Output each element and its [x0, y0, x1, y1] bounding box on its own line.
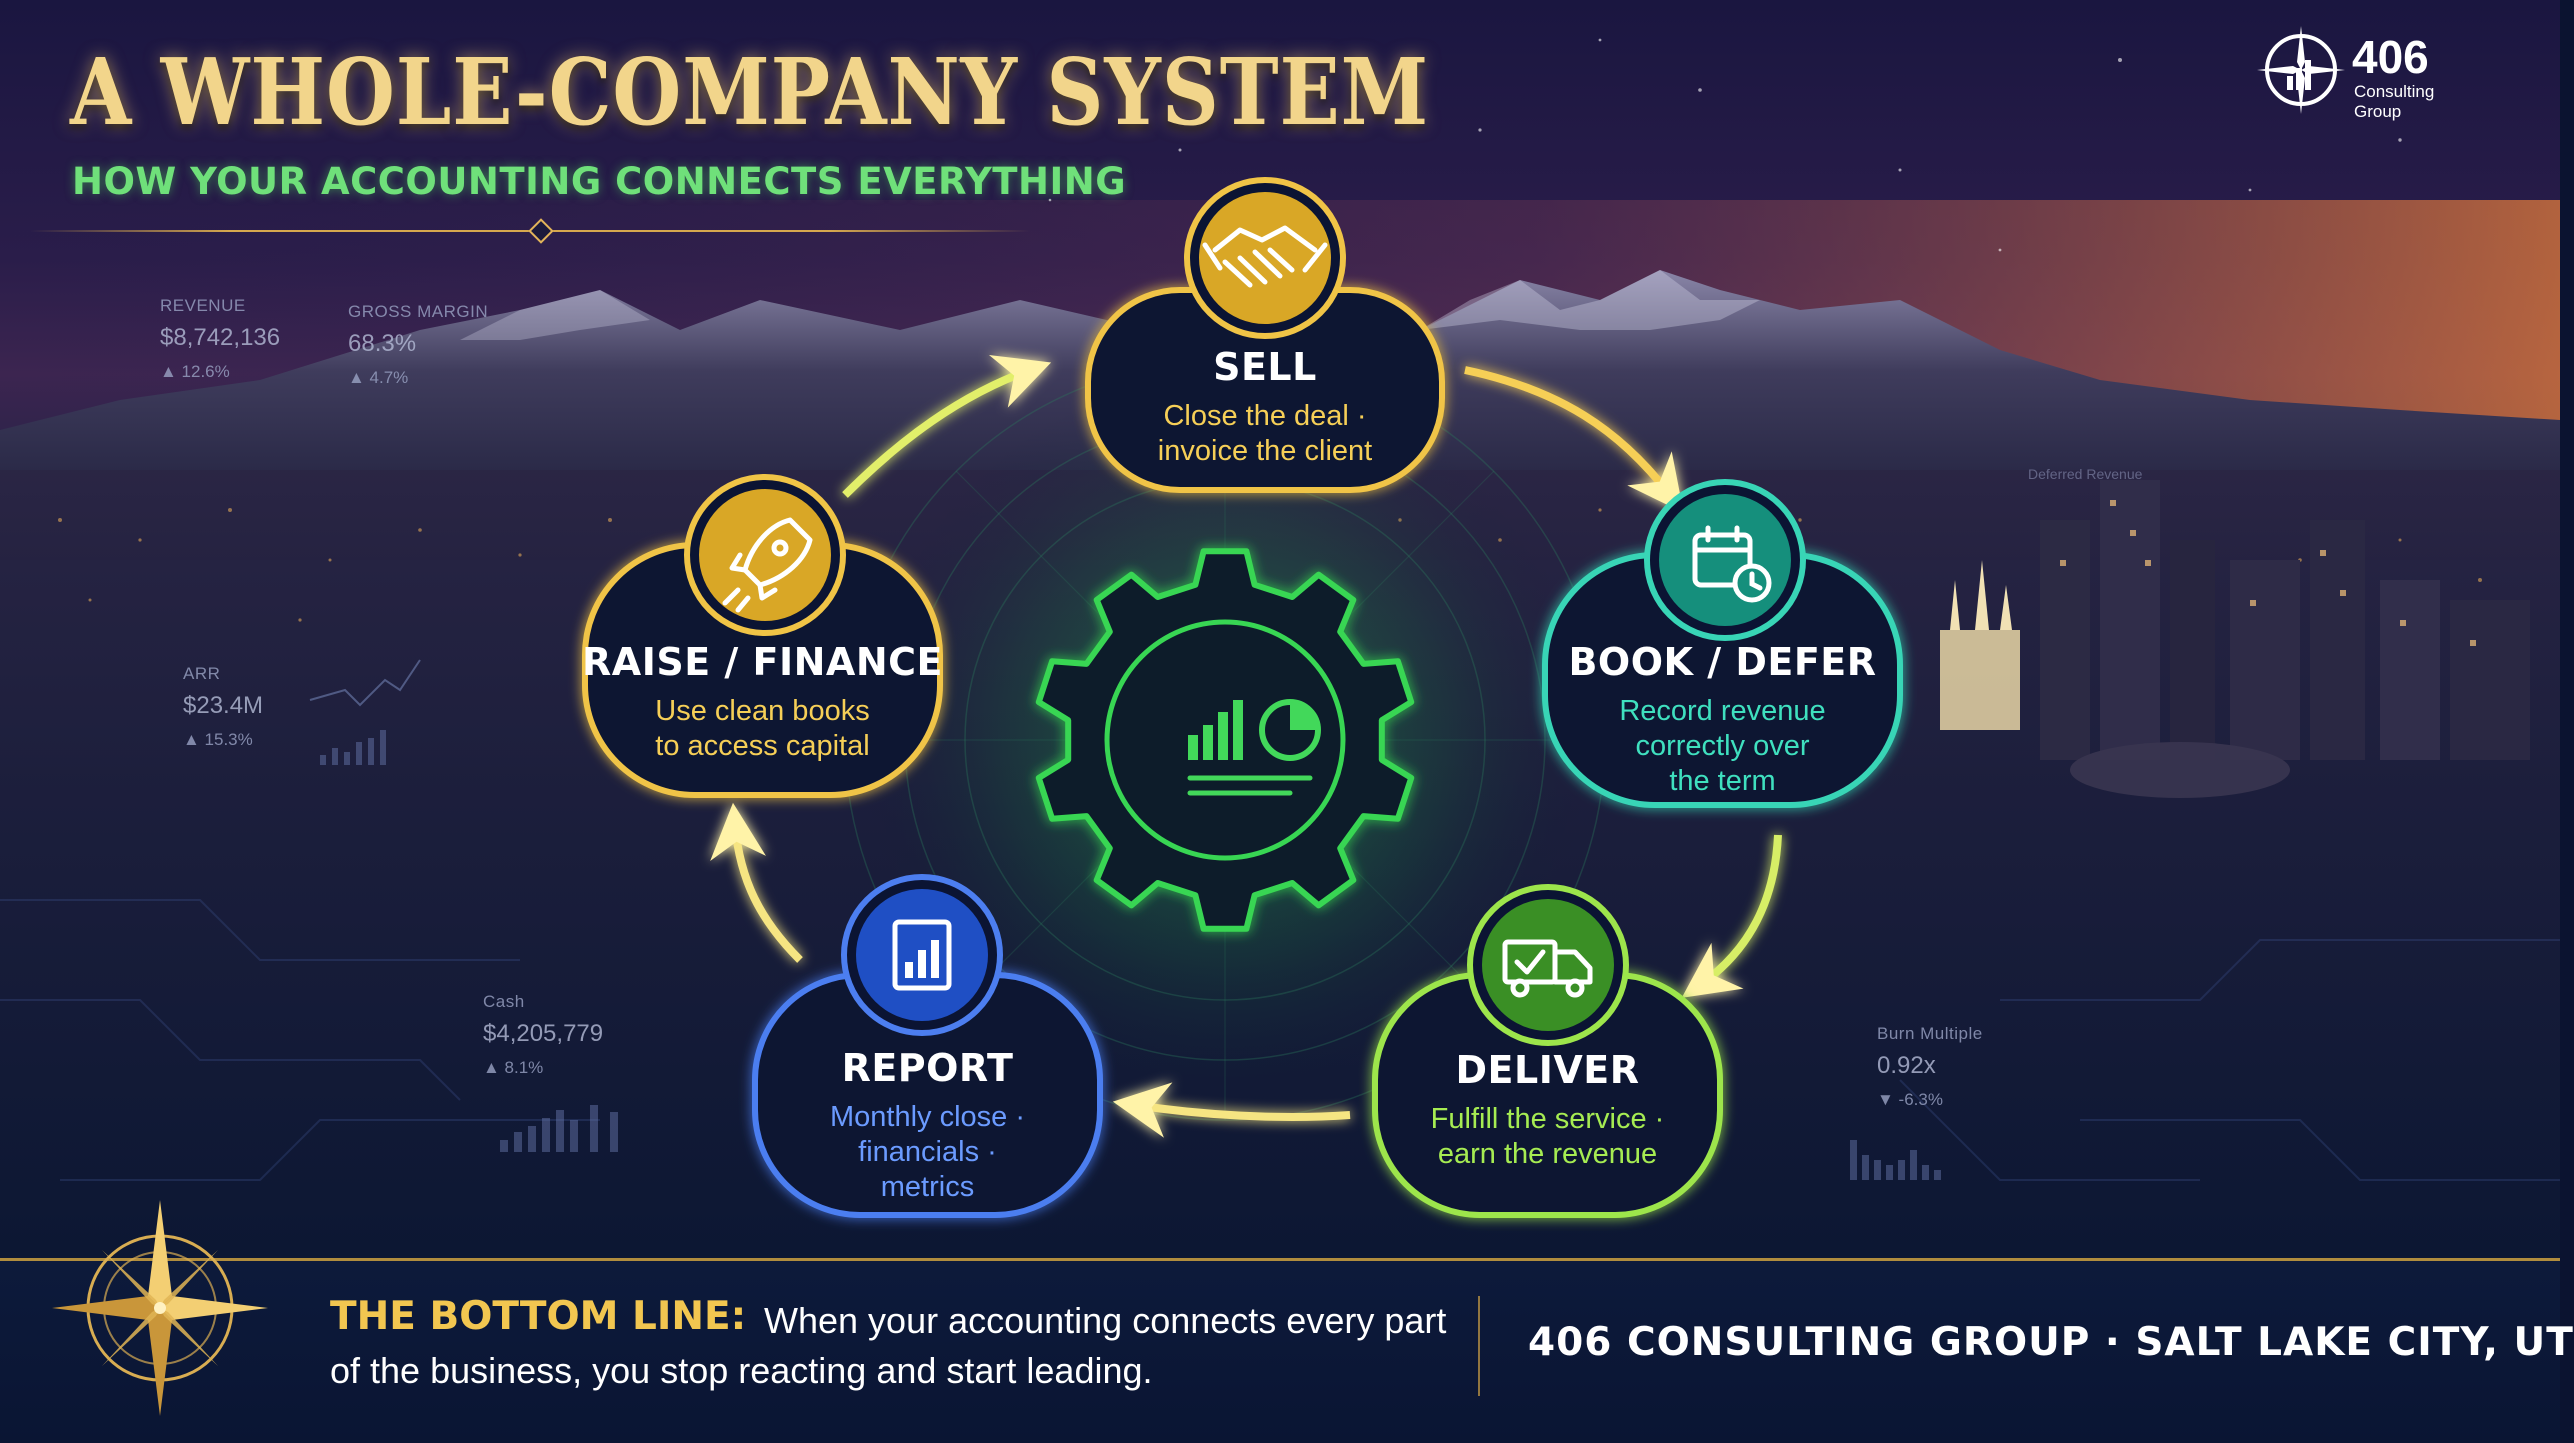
node-title: DELIVER [1455, 1048, 1640, 1092]
calendar-clock-icon [1692, 525, 1772, 603]
handshake-icon [1202, 225, 1328, 288]
company-logo: 406 Consulting Group [2255, 22, 2515, 122]
metric-label: Cash [483, 992, 525, 1011]
compass-rose-icon [52, 1200, 268, 1416]
node-title: SELL [1213, 345, 1317, 389]
node-sell: SELL Close the deal · invoice the client [1090, 345, 1440, 469]
node-desc-line: the term [1669, 765, 1776, 797]
metric-label: REVENUE [160, 296, 246, 315]
metric-label: Burn Multiple [1877, 1024, 1983, 1043]
stars [958, 38, 2402, 252]
logo-line-2: Group [2354, 102, 2402, 121]
bottom-banner [0, 1258, 2560, 1443]
metric-delta: ▼ -6.3% [1877, 1090, 1943, 1109]
arrow-raise-to-sell [842, 354, 1052, 498]
metric-cash: Cash $4,205,779 ▲ 8.1% [483, 992, 603, 1078]
report-chart-icon [892, 919, 952, 991]
circuit-lines [0, 899, 2560, 1181]
node-deliver-card [1372, 884, 1723, 1218]
metric-value: 0.92x [1877, 1052, 1936, 1079]
node-description: Monthly close · financials · metrics [830, 1100, 1025, 1205]
arrow-deliver-to-report [1112, 1082, 1351, 1138]
metric-delta: ▲ 8.1% [483, 1058, 544, 1077]
metric-delta: ▲ 15.3% [183, 730, 253, 749]
metric-gross-margin: GROSS MARGIN 68.3% ▲ 4.7% [348, 302, 488, 388]
city-skyline [1940, 480, 2530, 798]
arrow-book-to-deliver [1681, 834, 1782, 998]
metric-label: GROSS MARGIN [348, 302, 489, 321]
node-title: RAISE / FINANCE [582, 640, 943, 684]
metric-value: 68.3% [348, 330, 417, 357]
metric-burn-multiple: Burn Multiple 0.92x ▼ -6.3% [1877, 1024, 1983, 1110]
snow-caps [1420, 270, 1760, 330]
delivery-truck-icon [1502, 939, 1593, 998]
arena-dome [2070, 742, 2290, 798]
mini-sparklines [309, 659, 1941, 1180]
metric-value: $23.4M [183, 692, 264, 719]
logo-number: 406 [2352, 31, 2429, 83]
metric-label: ARR [183, 664, 221, 683]
metric-revenue: REVENUE $8,742,136 ▲ 12.6% [160, 296, 280, 382]
node-raise-finance: RAISE / FINANCE Use clean books to acces… [582, 640, 943, 764]
bottom-line-text-1: When your accounting connects every part [764, 1300, 1447, 1341]
arrow-sell-to-book [1464, 366, 1684, 513]
node-description: Close the deal · invoice the client [1158, 399, 1372, 469]
node-desc-line: correctly over [1635, 730, 1810, 762]
metric-arr: ARR $23.4M ▲ 15.3% [183, 664, 263, 750]
node-report: REPORT Monthly close · financials · metr… [755, 1046, 1100, 1205]
node-book-defer: BOOK / DEFER Record revenue correctly ov… [1545, 640, 1900, 799]
bottom-line-heading: THE BOTTOM LINE: [330, 1294, 747, 1339]
metric-delta: ▲ 4.7% [348, 368, 409, 387]
bottom-line-text-2: of the business, you stop reacting and s… [330, 1350, 1153, 1391]
cycle-arrows [710, 354, 1782, 1138]
node-desc-line: invoice the client [1157, 435, 1373, 467]
node-desc-line: metrics [880, 1171, 975, 1203]
node-desc-line: earn the revenue [1437, 1138, 1658, 1170]
firm-location: 406 CONSULTING GROUP · SALT LAKE CITY, U… [1528, 1320, 2574, 1365]
node-desc-line: to access capital [655, 730, 870, 762]
node-desc-line: Use clean books [655, 695, 870, 727]
node-desc-line: financials · [858, 1136, 997, 1168]
node-description: Fulfill the service · earn the revenue [1431, 1102, 1665, 1172]
metric-delta: ▲ 12.6% [160, 362, 230, 381]
node-desc-line: Monthly close · [829, 1101, 1025, 1133]
metric-value: $8,742,136 [160, 324, 281, 351]
compass-logo-icon [2257, 26, 2345, 114]
logo-line-1: Consulting [2354, 82, 2435, 101]
node-desc-line: Fulfill the service · [1430, 1103, 1665, 1135]
node-desc-line: Record revenue [1619, 695, 1826, 727]
page-title: A WHOLE-COMPANY SYSTEM [70, 38, 1430, 146]
node-title: REPORT [841, 1046, 1014, 1090]
node-title: BOOK / DEFER [1568, 640, 1877, 684]
node-description: Use clean books to access capital [655, 694, 869, 764]
node-sell-card [1085, 177, 1445, 493]
temple [1940, 560, 2020, 730]
rocket-icon [722, 517, 813, 613]
node-deliver: DELIVER Fulfill the service · earn the r… [1375, 1048, 1720, 1172]
node-desc-line: Close the deal · [1163, 400, 1367, 432]
node-description: Record revenue correctly over the term [1619, 694, 1825, 799]
deferred-revenue-label: Deferred Revenue [2028, 466, 2143, 482]
node-raise-card [582, 474, 943, 798]
gear-analytics-icon [1035, 548, 1415, 932]
snow-caps-left [460, 290, 650, 340]
metric-value: $4,205,779 [483, 1020, 604, 1047]
page-subtitle: HOW YOUR ACCOUNTING CONNECTS EVERYTHING [72, 160, 1127, 203]
bottom-divider [1478, 1296, 1480, 1396]
arrow-report-to-raise [710, 802, 803, 963]
